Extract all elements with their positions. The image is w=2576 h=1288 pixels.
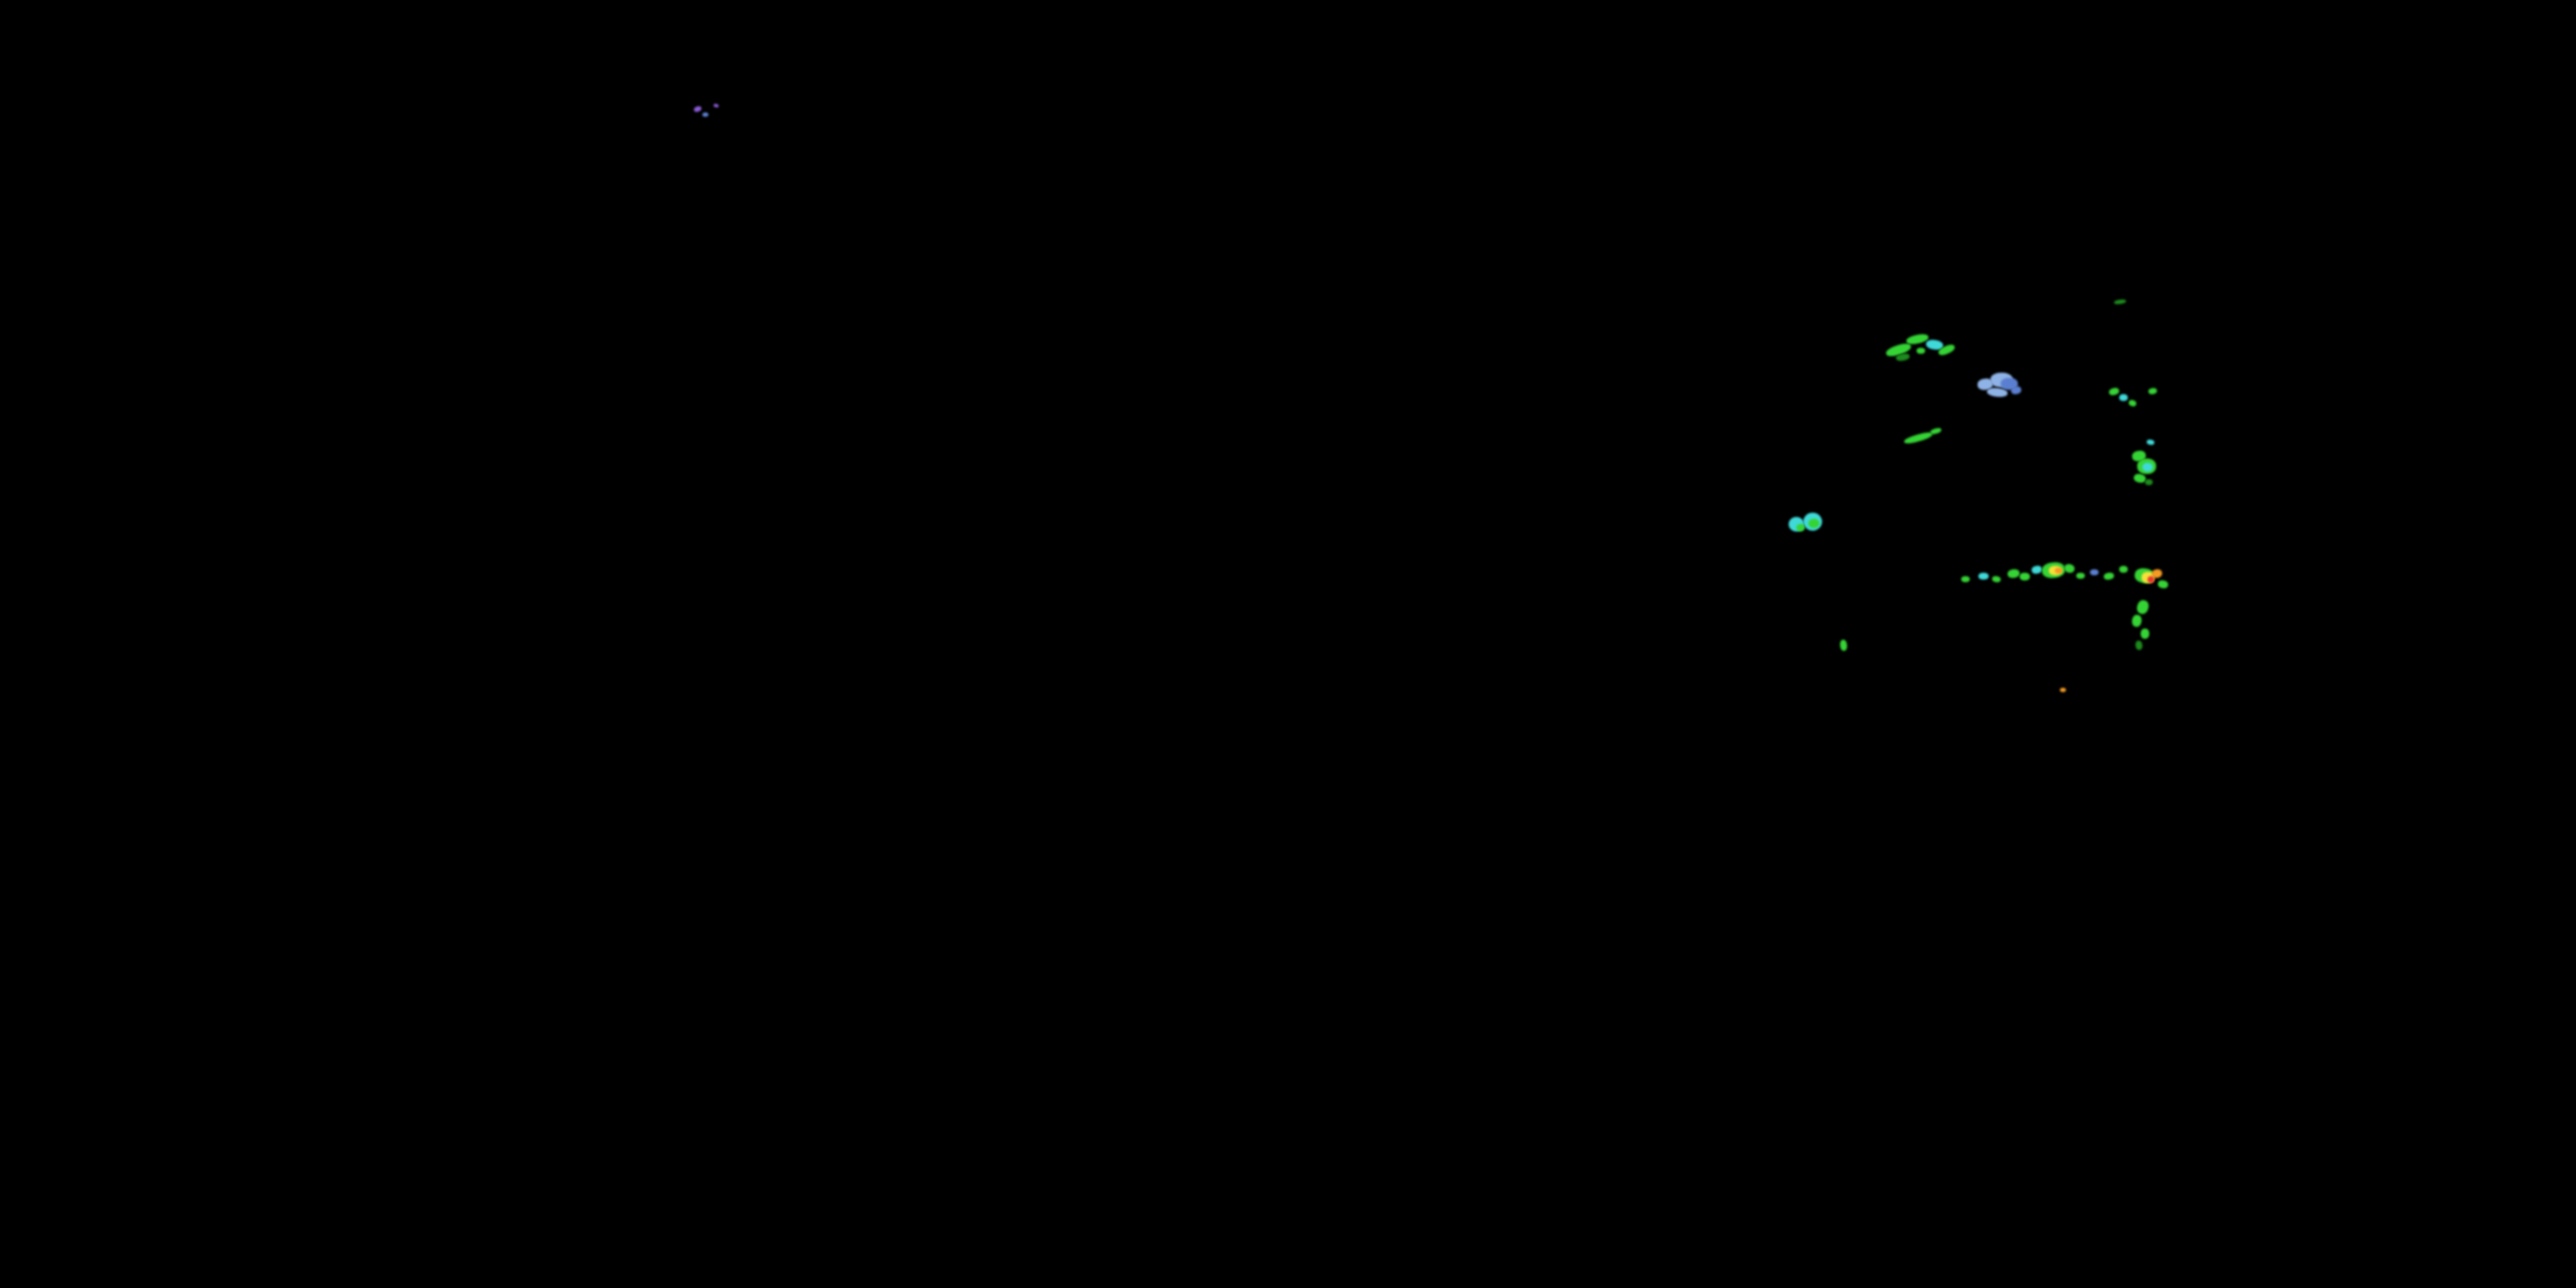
radar-echo — [2103, 572, 2115, 580]
radar-echo — [2108, 386, 2120, 397]
radar-echo — [2128, 398, 2137, 408]
radar-echo — [713, 103, 720, 108]
radar-echo — [2063, 562, 2076, 574]
radar-echo — [2131, 614, 2142, 628]
radar-echo — [1991, 575, 2002, 583]
radar-echo — [2113, 299, 2127, 305]
radar-echo — [2119, 566, 2128, 573]
radar-echo — [2145, 479, 2153, 485]
radar-echo — [2119, 394, 2128, 401]
radar-echo — [2076, 573, 2085, 579]
radar-echo — [2007, 568, 2020, 579]
radar-echo — [2148, 387, 2158, 395]
radar-echo — [2020, 573, 2030, 580]
radar-echo — [2141, 629, 2149, 639]
radar-echo — [1839, 639, 1848, 652]
radar-echo — [2136, 598, 2150, 616]
radar-echo — [1917, 348, 1925, 354]
radar-echo — [2142, 463, 2153, 471]
radar-echo — [693, 105, 702, 113]
radar-echo — [2031, 564, 2043, 575]
radar-echo — [2157, 579, 2169, 590]
radar-echo — [1961, 576, 1970, 582]
radar-echo — [1903, 430, 1934, 446]
radar-echo — [2010, 385, 2022, 396]
radar-echo — [2090, 569, 2099, 575]
radar-echo — [2060, 688, 2066, 692]
radar-echo — [1929, 427, 1942, 435]
radar-echo — [2135, 640, 2143, 651]
radar-echo — [1978, 573, 1989, 580]
radar-echo — [1796, 524, 1805, 532]
radar-echo — [702, 112, 708, 117]
radar-echo — [2148, 576, 2154, 583]
radar-echo — [1808, 519, 1820, 528]
radar-echo — [2055, 568, 2063, 574]
radar-echo — [2146, 439, 2155, 446]
